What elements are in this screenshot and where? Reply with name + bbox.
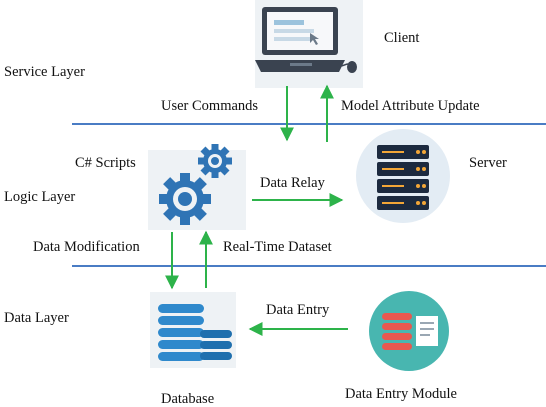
- service-layer-label: Service Layer: [4, 64, 85, 80]
- database-icon: [150, 292, 236, 368]
- user-commands-label: User Commands: [161, 98, 258, 114]
- laptop-icon: [255, 0, 363, 88]
- gears-icon: [148, 144, 246, 230]
- data-relay-label: Data Relay: [260, 175, 326, 191]
- logic-layer-label: Logic Layer: [4, 189, 75, 205]
- client-label: Client: [384, 30, 419, 46]
- data-entry-icon: [369, 291, 449, 371]
- model-update-label: Model Attribute Update: [341, 98, 480, 114]
- data-layer-label: Data Layer: [4, 310, 69, 326]
- realtime-dataset-label: Real-Time Dataset: [223, 239, 332, 255]
- data-entry-label: Data Entry: [266, 302, 330, 318]
- entry-module-label: Data Entry Module: [345, 386, 457, 402]
- data-modification-label: Data Modification: [33, 239, 140, 255]
- scripts-label: C# Scripts: [75, 155, 136, 171]
- server-label: Server: [469, 155, 507, 171]
- server-rack-icon: [356, 129, 450, 223]
- database-label: Database: [161, 391, 214, 407]
